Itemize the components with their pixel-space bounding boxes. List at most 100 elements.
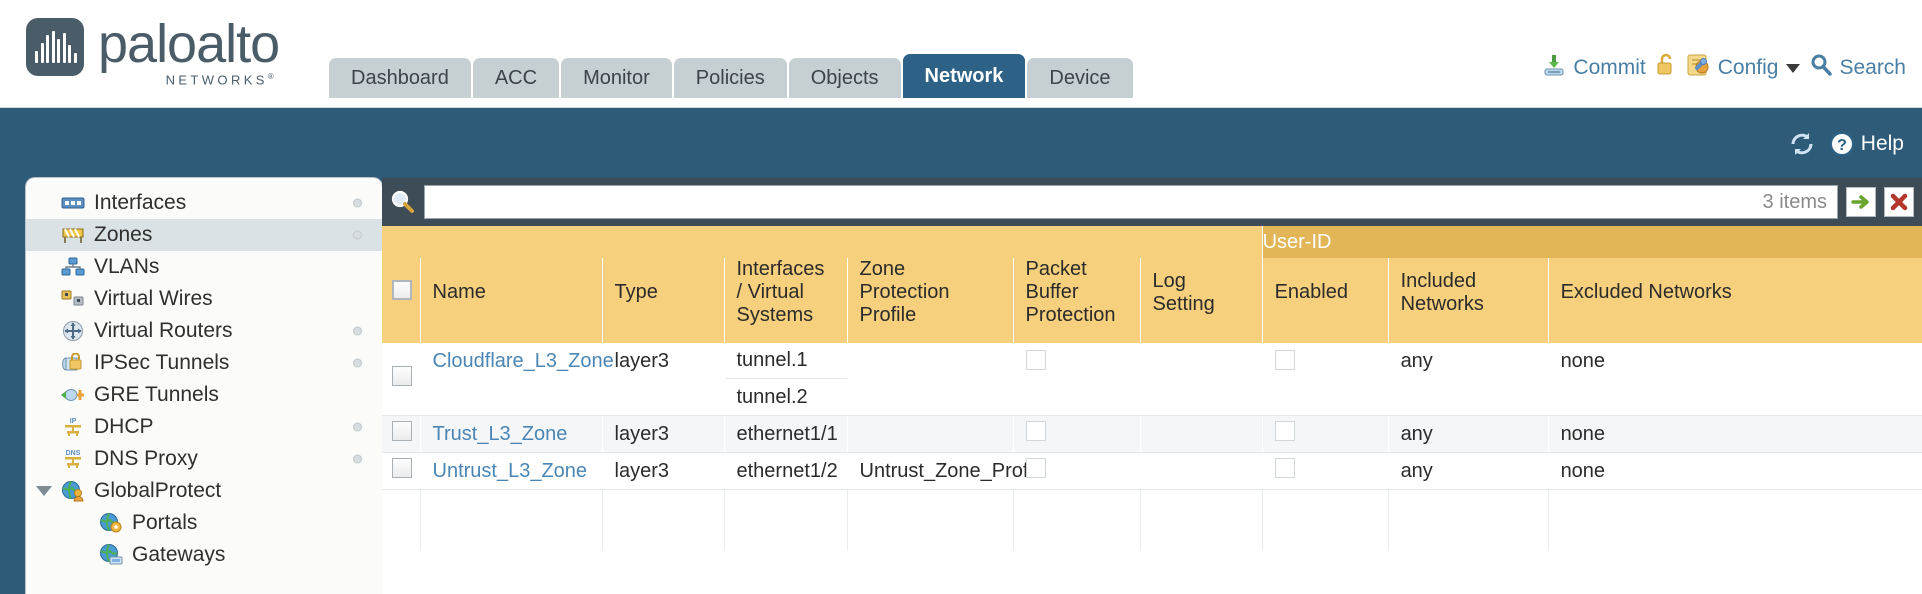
tab-objects[interactable]: Objects [788,58,901,98]
column-header-name[interactable]: Name [420,258,603,343]
packet-buffer-protection-checkbox[interactable] [1025,350,1046,370]
userid-enabled-checkbox[interactable] [1274,421,1295,441]
clear-filter-button[interactable] [1884,187,1914,217]
packet-buffer-protection-cell[interactable] [1013,415,1141,453]
search-icon[interactable] [390,189,416,215]
select-all-checkbox[interactable] [392,279,412,300]
row-select-cell[interactable] [382,415,421,453]
help-button[interactable]: ? Help [1829,131,1904,157]
tab-network[interactable]: Network [902,54,1026,98]
column-header-zone-protection-profile[interactable]: Zone Protection Profile [847,258,1014,343]
refresh-button[interactable] [1788,131,1816,157]
packet-buffer-protection-checkbox[interactable] [1025,458,1046,478]
sidebar-item-label: Gateways [132,543,226,566]
sidebar-item-interfaces[interactable]: Interfaces [26,187,382,219]
config-menu[interactable]: Config [1686,52,1801,84]
sidebar-item-zones[interactable]: Zones [26,219,382,251]
table-empty-space [382,489,1922,550]
row-checkbox[interactable] [392,458,412,478]
sidebar-item-gateways[interactable]: Gateways [26,539,382,571]
column-header-enabled[interactable]: Enabled [1262,258,1389,343]
userid-enabled-cell[interactable] [1262,343,1389,416]
table-row[interactable]: Cloudflare_L3_Zone layer3 tunnel.1 tunne… [382,343,1922,416]
row-checkbox[interactable] [392,366,412,386]
zone-interfaces-cell: ethernet1/2 [724,452,848,490]
zone-protection-profile-cell [847,343,1014,416]
tab-acc[interactable]: ACC [472,58,560,98]
empty-cell [382,489,421,550]
table-row[interactable]: Untrust_L3_Zone layer3 ethernet1/2 Untru… [382,452,1922,490]
empty-cell [602,489,725,550]
userid-enabled-cell[interactable] [1262,415,1389,453]
zone-name-link[interactable]: Cloudflare_L3_Zone [432,350,614,372]
zone-interfaces-cell: tunnel.1 tunnel.2 [724,343,848,416]
column-header-interfaces[interactable]: Interfaces / Virtual Systems [724,258,848,343]
row-select-cell[interactable] [382,343,421,416]
zone-type-cell: layer3 [602,343,725,416]
apply-filter-button[interactable] [1846,187,1876,217]
sub-header-band [0,108,1922,153]
paloalto-logo-icon [26,18,84,76]
zone-name-cell[interactable]: Untrust_L3_Zone [420,452,603,490]
zone-name-cell[interactable]: Cloudflare_L3_Zone [420,343,614,416]
column-header-excluded-networks[interactable]: Excluded Networks [1548,258,1922,343]
userid-enabled-checkbox[interactable] [1274,458,1295,478]
zones-table: User-ID Name Type Interfaces / Virtual S… [382,226,1922,550]
sidebar-item-portals[interactable]: Portals [26,507,382,539]
search-input[interactable] [435,191,1753,213]
sidebar-item-label: GRE Tunnels [94,383,219,406]
userid-enabled-cell[interactable] [1262,452,1389,490]
column-header-log-setting[interactable]: Log Setting [1140,258,1263,343]
sidebar-item-virtual-wires[interactable]: Virtual Wires [26,283,382,315]
table-body: Cloudflare_L3_Zone layer3 tunnel.1 tunne… [382,343,1922,550]
sidebar-item-gre-tunnels[interactable]: GRE Tunnels [26,379,382,411]
tab-device[interactable]: Device [1027,58,1133,98]
packet-buffer-protection-cell[interactable] [1013,343,1141,416]
brand-tagline: NETWORKS® [165,72,278,88]
zone-name-cell[interactable]: Trust_L3_Zone [420,415,603,453]
empty-cell [1548,489,1922,550]
chevron-down-icon[interactable] [36,486,52,496]
status-dot [353,358,362,368]
refresh-icon [1791,133,1813,155]
chevron-down-icon[interactable] [1786,63,1801,73]
zone-name-link[interactable]: Trust_L3_Zone [432,422,568,445]
commit-button[interactable]: Commit [1541,52,1646,84]
zone-protection-profile-cell [847,415,1014,453]
brand-logo[interactable]: paloalto NETWORKS® [26,14,280,88]
sidebar-item-ipsec-tunnels[interactable]: IPSec Tunnels [26,347,382,379]
zone-interfaces-cell: ethernet1/1 [724,415,848,453]
select-all-header[interactable] [382,258,421,343]
globalprotect-icon [60,480,86,502]
included-networks-cell: any [1388,415,1549,453]
sidebar-item-globalprotect[interactable]: GlobalProtect [26,475,382,507]
search-icon [1809,53,1833,83]
sidebar-item-label: DNS Proxy [94,447,198,470]
tab-policies[interactable]: Policies [673,58,787,98]
column-header-included-networks[interactable]: Included Networks [1388,258,1549,343]
sidebar-item-dhcp[interactable]: IP DHCP [26,411,382,443]
row-checkbox[interactable] [392,421,412,441]
packet-buffer-protection-checkbox[interactable] [1025,421,1046,441]
sidebar-item-dns-proxy[interactable]: DNS DNS Proxy [26,443,382,475]
table-row[interactable]: Trust_L3_Zone layer3 ethernet1/1 [382,415,1922,453]
packet-buffer-protection-cell[interactable] [1013,452,1141,490]
sidebar-item-virtual-routers[interactable]: Virtual Routers [26,315,382,347]
brand-name: paloalto [98,14,280,74]
column-header-packet-buffer-protection[interactable]: Packet Buffer Protection [1013,258,1141,343]
svg-text:DNS: DNS [66,450,81,457]
virtual-wires-icon [60,288,86,310]
search-field[interactable]: 3 items [424,185,1838,219]
interfaces-icon [60,192,86,214]
column-header-type[interactable]: Type [602,258,725,343]
userid-enabled-checkbox[interactable] [1274,350,1295,370]
tab-dashboard[interactable]: Dashboard [329,58,471,98]
search-button[interactable]: Search [1809,53,1906,83]
tab-monitor[interactable]: Monitor [561,58,672,98]
unlock-button[interactable] [1655,52,1677,84]
zone-name-link[interactable]: Untrust_L3_Zone [432,459,588,482]
row-select-cell[interactable] [382,452,421,490]
sidebar-item-vlans[interactable]: VLANs [26,251,382,283]
help-label: Help [1860,132,1904,155]
svg-text:IP: IP [70,418,77,425]
